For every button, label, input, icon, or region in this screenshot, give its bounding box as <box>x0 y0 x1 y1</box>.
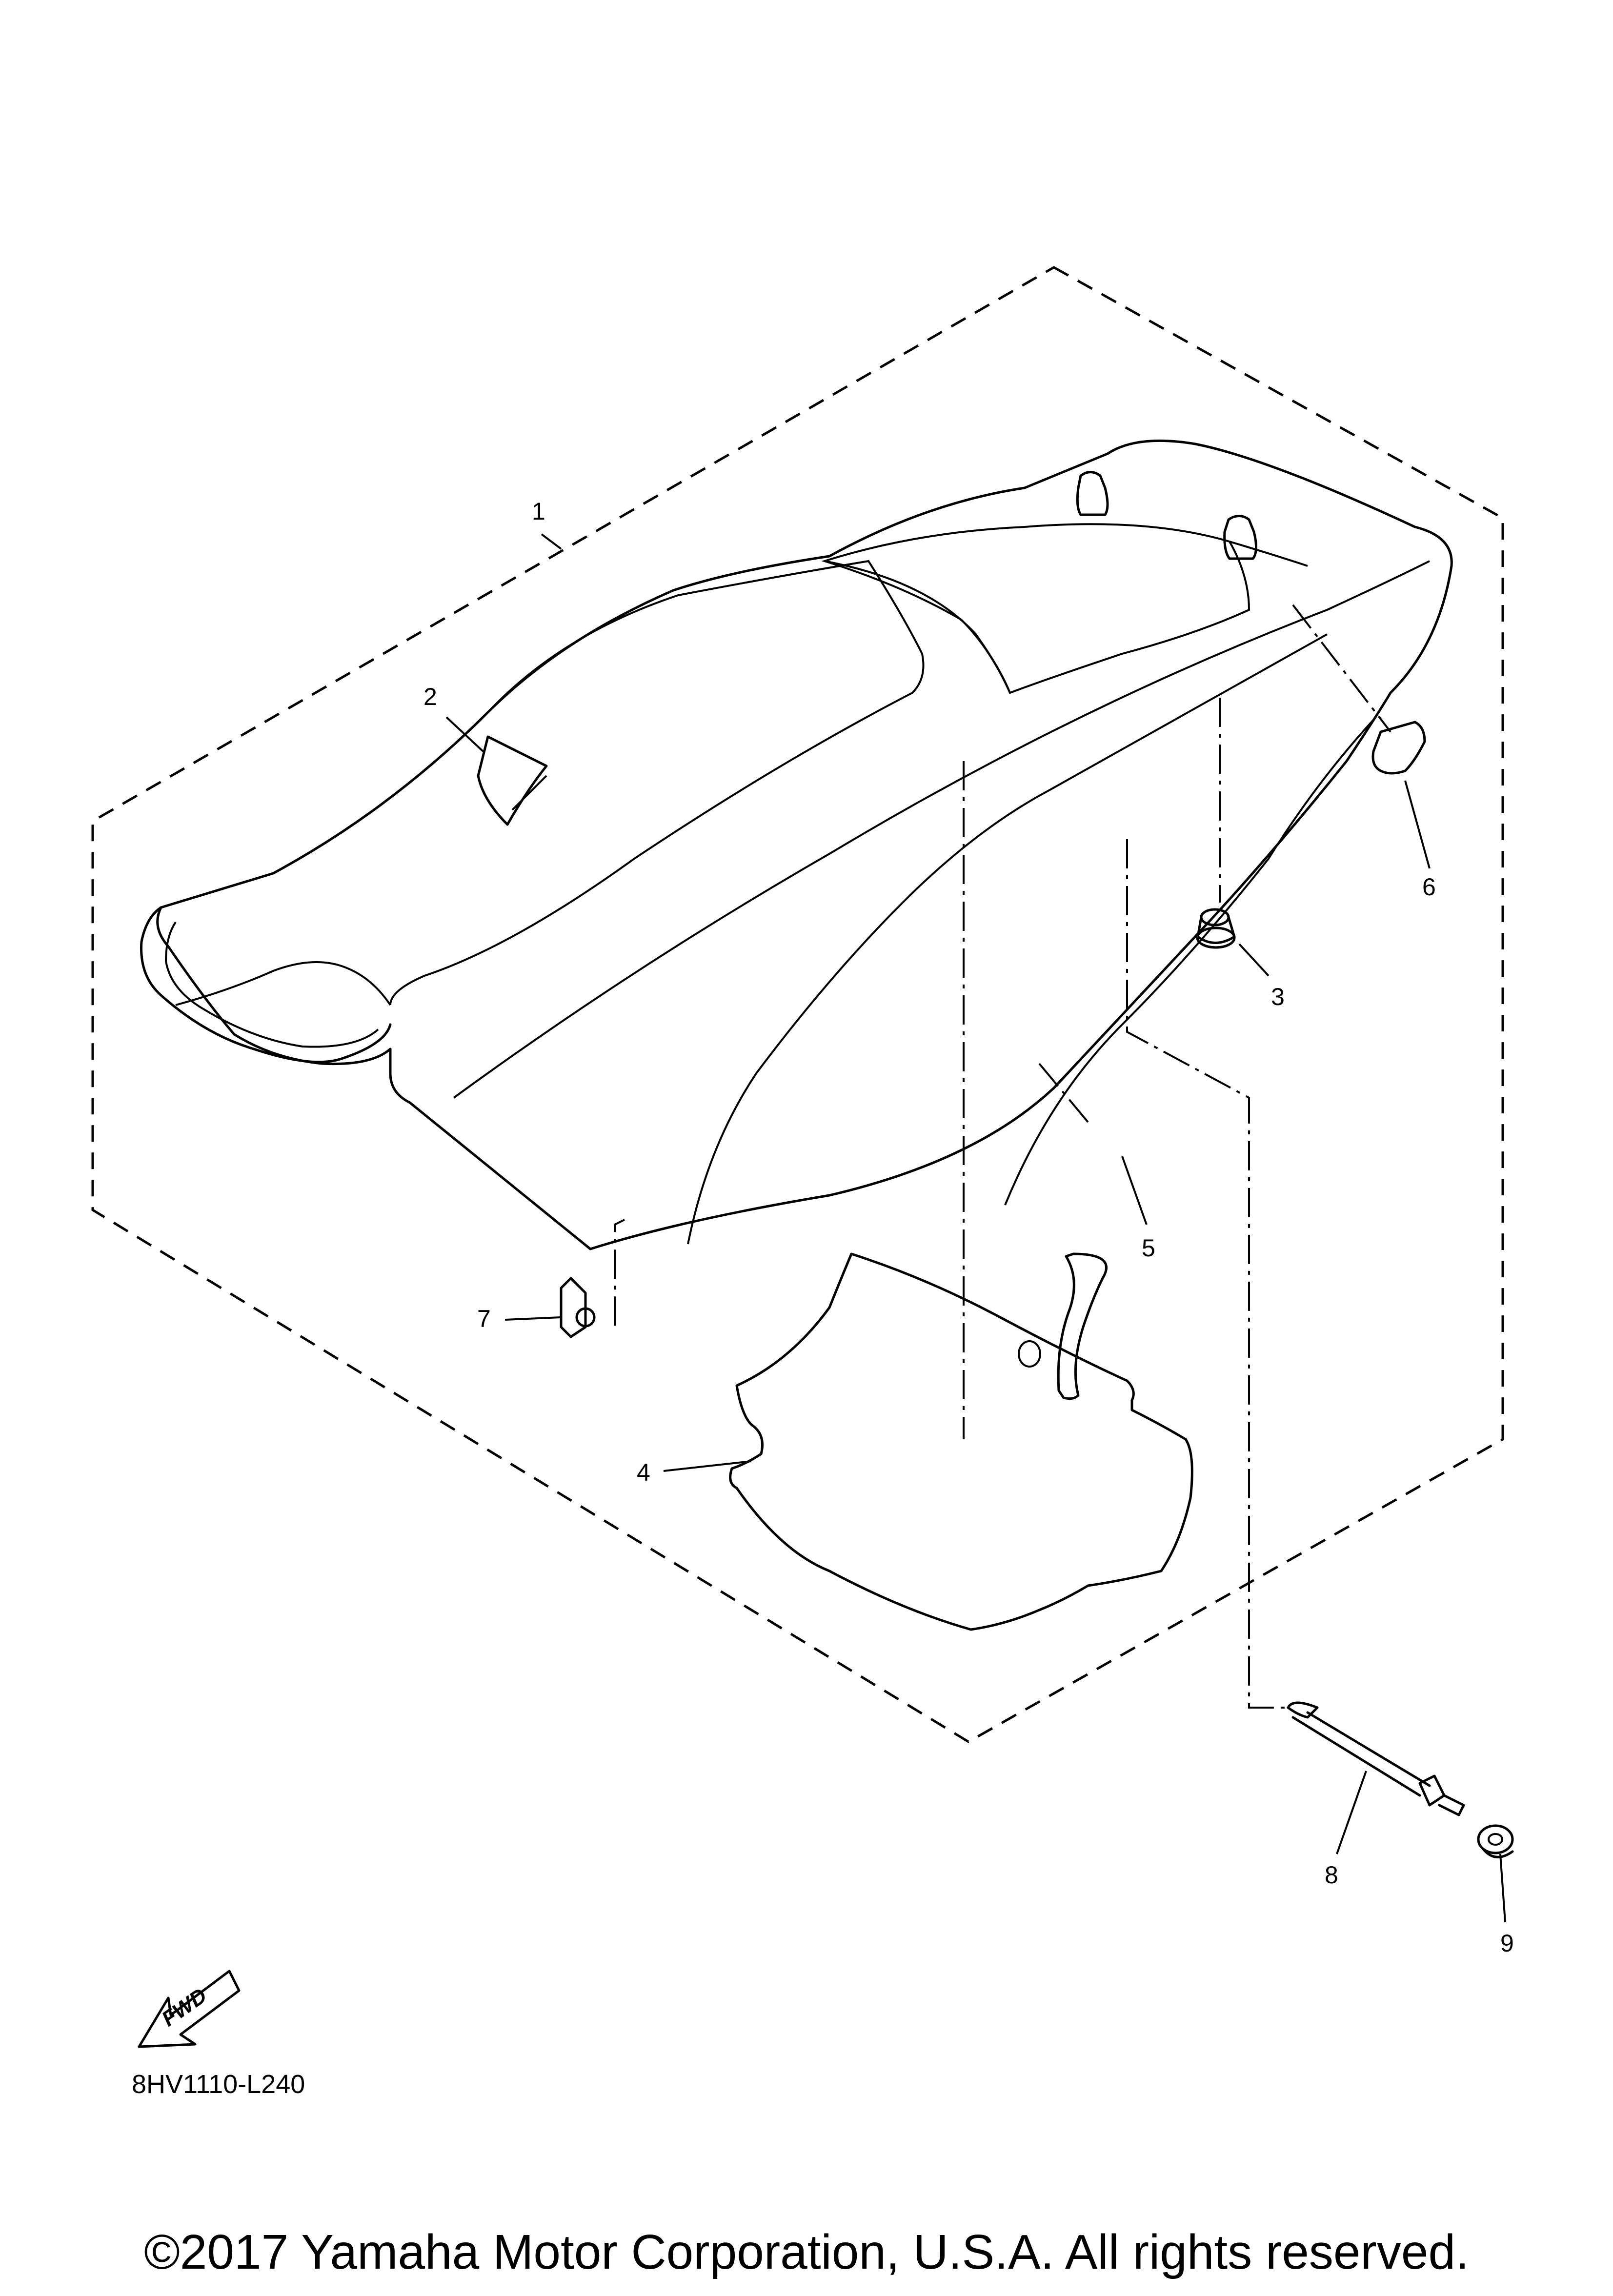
leader-5 <box>1121 1156 1148 1225</box>
callout-9: 9 <box>1500 1930 1514 1957</box>
callout-8: 8 <box>1325 1861 1338 1889</box>
leader-2 <box>445 716 484 752</box>
callout-1: 1 <box>532 498 545 525</box>
part-4-seat-base-cover[interactable] <box>729 1252 1193 1631</box>
part-4-hole <box>1018 1340 1041 1368</box>
leader-4 <box>663 1460 752 1472</box>
copyright-notice: ©2017 Yamaha Motor Corporation, U.S.A. A… <box>144 2225 1469 2279</box>
part-6-cap[interactable] <box>1371 721 1426 775</box>
center-line-4 <box>1292 604 1391 733</box>
leader-3 <box>1238 943 1270 977</box>
callout-5: 5 <box>1142 1234 1155 1262</box>
callout-3: 3 <box>1271 983 1285 1010</box>
part-3-damper[interactable] <box>1196 908 1236 949</box>
leader-8 <box>1336 1771 1367 1854</box>
callout-2: 2 <box>423 683 437 710</box>
leader-7 <box>504 1316 562 1321</box>
fwd-arrow-icon: FWD <box>138 1970 241 2048</box>
part-8-seat-lock-cable[interactable] <box>1287 1701 1465 1816</box>
drawing-code: 8HV1110-L240 <box>132 2070 305 2099</box>
part-2-label-sticker[interactable] <box>477 735 548 826</box>
callout-4: 4 <box>637 1459 650 1486</box>
leader-1 <box>541 533 562 550</box>
callout-6: 6 <box>1422 873 1436 901</box>
part-7-clip-nut[interactable] <box>560 1277 596 1338</box>
part-5-spacer-strip[interactable] <box>1057 1252 1108 1400</box>
center-line-6 <box>614 1219 625 1327</box>
leader-6 <box>1404 780 1431 869</box>
center-line-3 <box>1126 839 1288 1709</box>
part-9-nut[interactable] <box>1477 1824 1514 1858</box>
assembly-boundary <box>91 266 1504 1743</box>
leader-9 <box>1499 1853 1506 1923</box>
center-line-5 <box>1038 1063 1089 1123</box>
seat-assembly[interactable] <box>140 439 1453 1250</box>
callout-7: 7 <box>477 1305 491 1332</box>
